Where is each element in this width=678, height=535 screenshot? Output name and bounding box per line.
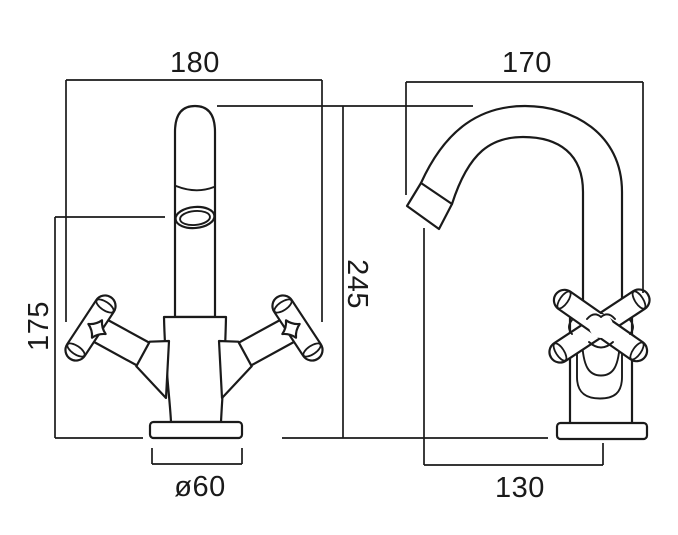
side-cartridge-housing	[576, 335, 623, 400]
dimension-label: 170	[502, 47, 552, 79]
front-handle-left-cap-seam	[66, 342, 86, 358]
front-handle-left	[64, 294, 171, 400]
dim-side-overall-depth: 170	[405, 47, 644, 293]
dimension-label: 130	[495, 472, 545, 504]
front-spout-band	[175, 185, 215, 192]
side-cross-cap-seam	[556, 290, 572, 310]
front-base	[148, 420, 244, 440]
dimension-line	[65, 79, 323, 322]
dimension-label: 245	[341, 259, 373, 309]
front-body	[162, 315, 228, 424]
dimension-label: 175	[23, 301, 55, 351]
front-handle-right-cap-seam	[273, 298, 293, 314]
dimension-line	[423, 228, 604, 466]
front-handle-left-cap-seam	[95, 298, 115, 314]
dimension-line	[217, 105, 473, 438]
side-view	[405, 104, 651, 441]
side-cross-cap-seam	[552, 342, 568, 362]
front-handle-right-cone	[217, 339, 253, 400]
front-handle-left-cone	[135, 339, 171, 400]
side-cross-notches	[568, 313, 634, 349]
dimension-line	[54, 216, 165, 438]
front-handle-right-star	[281, 319, 301, 339]
side-base	[555, 421, 649, 441]
side-cross-handle	[548, 288, 651, 364]
dim-front-overall-width: 180	[65, 47, 323, 322]
front-handle-left-star	[87, 319, 107, 339]
front-view	[64, 104, 324, 440]
dimension-annotations: 180 175 ø60 170 245 130	[23, 47, 644, 504]
dim-front-height-to-outlet: 175	[23, 216, 165, 438]
side-handle-hub-dome	[581, 339, 621, 377]
side-cross-cap-seam	[629, 341, 645, 361]
dimension-line	[151, 448, 243, 465]
dim-side-overall-height: 245	[217, 105, 473, 438]
side-spout-inner-edge	[450, 135, 585, 303]
dim-front-base-diameter: ø60	[151, 448, 243, 503]
dimension-line	[405, 81, 644, 293]
front-handle-right-cap-seam	[302, 342, 322, 358]
side-spout-outer-edge	[419, 104, 624, 302]
front-outlet-ring-inner	[179, 209, 211, 227]
side-cross-cap-seam	[631, 290, 647, 310]
front-handle-right	[217, 294, 324, 400]
side-cross-center	[589, 314, 613, 338]
dimension-label: ø60	[174, 471, 225, 503]
dimension-label: 180	[170, 47, 220, 79]
dim-side-spout-reach: 130	[423, 228, 604, 504]
side-spout-aerator-tip	[405, 181, 454, 231]
